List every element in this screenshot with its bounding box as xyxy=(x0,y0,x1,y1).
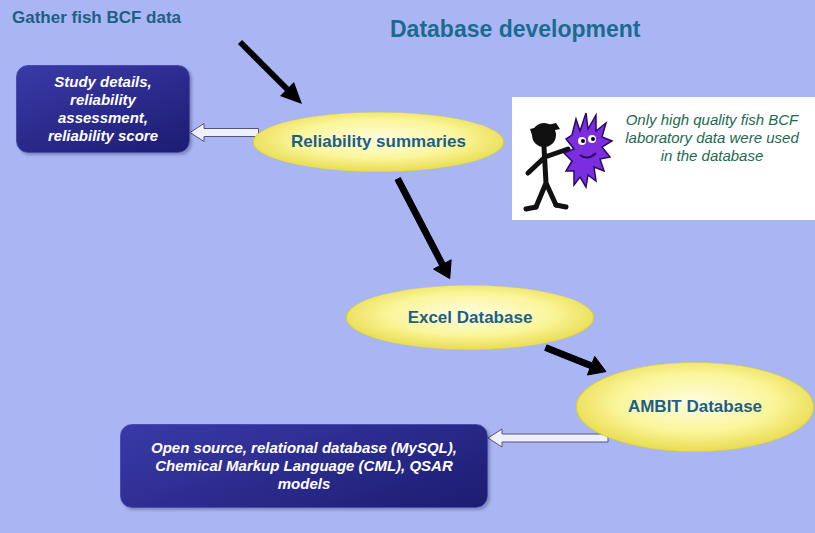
note-box: Only high quality fish BCF laboratory da… xyxy=(512,97,815,220)
hollow-arrow xyxy=(488,429,608,447)
node-text: Study details, reliability assessment, r… xyxy=(32,73,174,145)
flow-label: Gather fish BCF data xyxy=(12,8,181,28)
start-arrow xyxy=(240,42,302,104)
node-text: Only high quality fish BCF laboratory da… xyxy=(622,111,802,165)
node-text: AMBIT Database xyxy=(628,397,762,417)
cartoon-illustration xyxy=(516,105,616,215)
process-ellipse: AMBIT Database xyxy=(575,362,815,452)
node-text: Reliability summaries xyxy=(291,132,466,152)
diagram-title: Database development xyxy=(390,16,641,43)
flow-arrow xyxy=(545,345,606,375)
node-text: Open source, relational database (MySQL)… xyxy=(139,439,469,493)
process-ellipse: Excel Database xyxy=(345,285,595,350)
detail-box: Open source, relational database (MySQL)… xyxy=(120,424,488,508)
process-ellipse: Reliability summaries xyxy=(252,112,505,172)
detail-box: Study details, reliability assessment, r… xyxy=(16,65,190,153)
flow-arrow xyxy=(395,178,451,279)
node-text: Excel Database xyxy=(408,308,533,328)
hollow-arrow xyxy=(190,124,259,142)
